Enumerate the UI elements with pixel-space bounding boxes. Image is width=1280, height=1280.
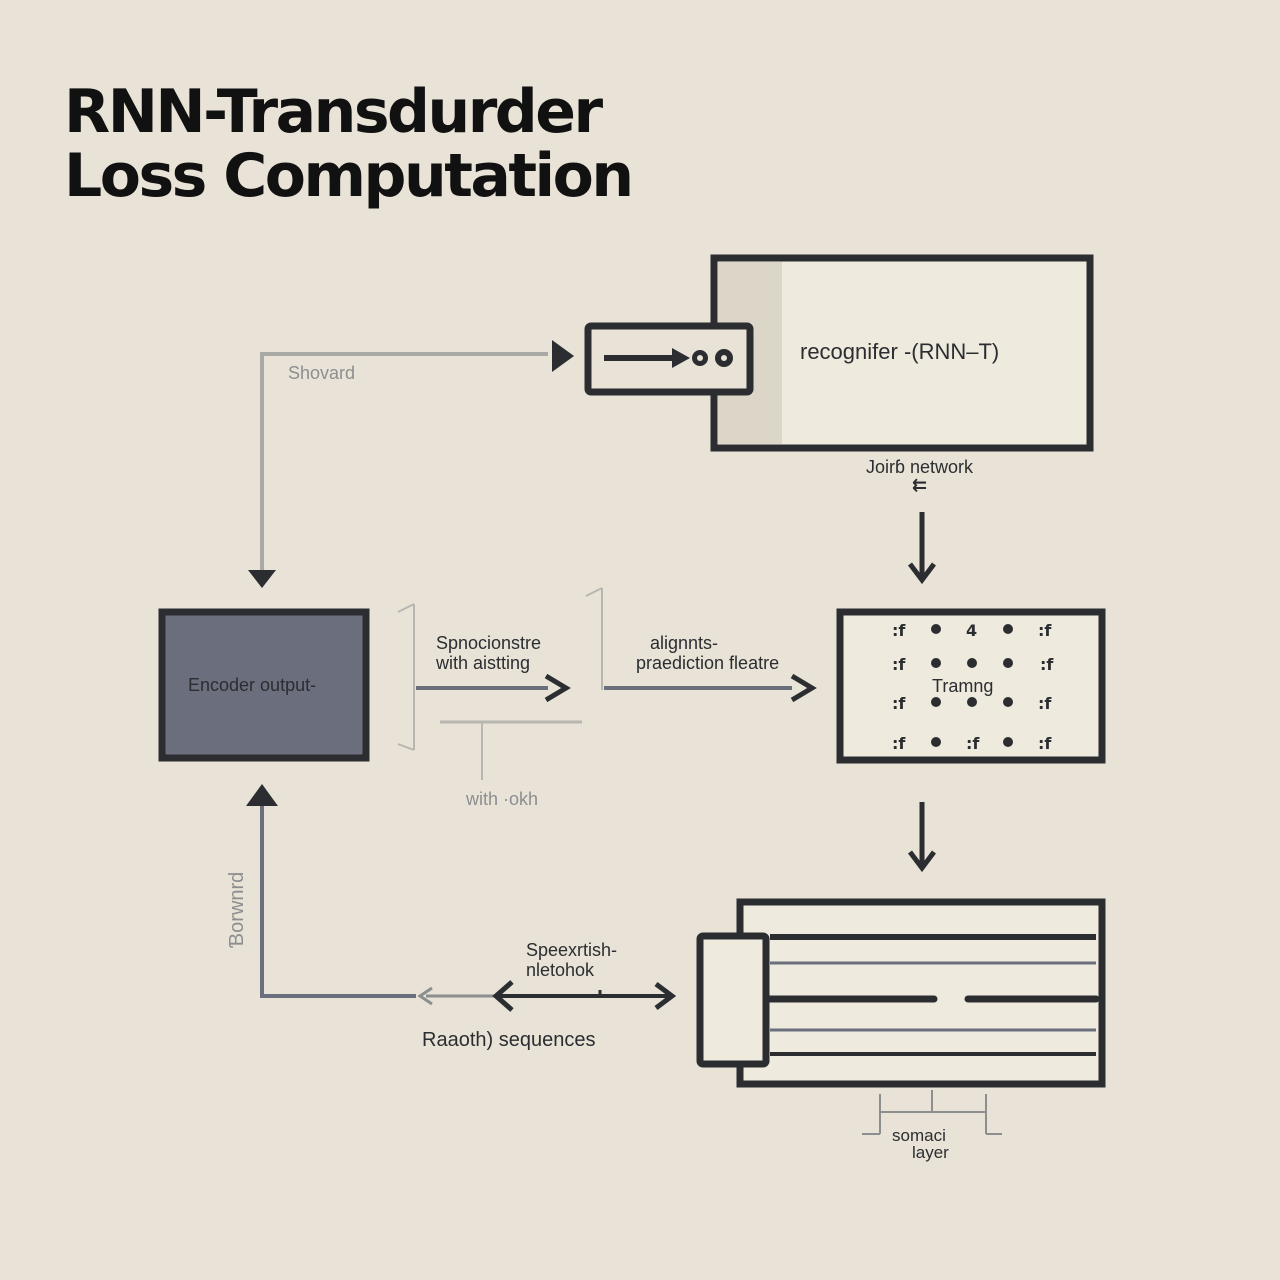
- plug-icon: [584, 322, 754, 396]
- svg-text::f: :f: [966, 734, 980, 753]
- softmax-label-line-1: somaci: [892, 1126, 946, 1145]
- diagram-title: RNN-Transdurder Loss Computation: [64, 77, 634, 211]
- arrow-right-icon: [552, 340, 574, 372]
- double-arrow-icon: [492, 980, 677, 1012]
- svg-text:4: 4: [966, 621, 977, 640]
- arrow-up-icon: [246, 784, 278, 806]
- speech-label-line-2: nletohok: [526, 960, 595, 980]
- training-label: Tramng: [932, 676, 994, 696]
- training-grid-box: :f 4 :f :f :f :f :f :f :f :f: [836, 608, 1106, 764]
- spec-label-line-1: Spnocionstre: [436, 633, 542, 653]
- middle-connectors: [397, 587, 817, 780]
- svg-text::f: :f: [1040, 655, 1054, 674]
- align-label-line-1: alignnts-: [650, 633, 719, 653]
- joint-network-mark: ⇇: [912, 475, 928, 495]
- svg-text::f: :f: [1038, 694, 1052, 713]
- forward-left-label: Ɓorwnrd: [226, 871, 248, 948]
- forward-top-label: Shovard: [288, 363, 356, 383]
- svg-text::f: :f: [1038, 621, 1052, 640]
- forward-loop-bottom: [246, 784, 494, 1006]
- svg-text::f: :f: [892, 734, 906, 753]
- speech-label-line-1: Speexrtish-: [526, 940, 618, 960]
- arrow-down-icon: [908, 512, 936, 585]
- softmax-label-line-2: layer: [912, 1143, 949, 1162]
- random-sequences-label: Raaoth) sequences: [422, 1029, 596, 1051]
- svg-text::f: :f: [892, 655, 906, 674]
- arrow-down-icon: [908, 802, 936, 873]
- title-line-1: RNN-Transdurder: [64, 77, 603, 147]
- arrow-down-icon: [248, 570, 276, 588]
- align-label-line-2: praediction fleatre: [636, 653, 780, 673]
- recognizer-label: recogni­fer -(RNN–T): [800, 339, 1000, 364]
- svg-text::f: :f: [892, 694, 906, 713]
- encoder-output-box: [158, 608, 370, 762]
- title-line-2: Loss Computation: [64, 141, 634, 211]
- spec-label-line-2: with aistting: [436, 653, 531, 673]
- with-length-label: with ·okh: [466, 789, 539, 809]
- forward-loop-top: [248, 340, 574, 588]
- encoder-output-label: Encoder output-: [188, 675, 317, 695]
- softmax-box: [696, 898, 1106, 1088]
- svg-text::f: :f: [1038, 734, 1052, 753]
- recognizer-box: [710, 254, 1094, 452]
- svg-text::f: :f: [892, 621, 906, 640]
- softmax-bracket: [862, 1090, 1002, 1135]
- joint-network-label: Joirɓ network: [866, 457, 974, 477]
- dot-grid-icon: :f 4 :f :f :f :f :f :f :f :f: [892, 621, 1054, 753]
